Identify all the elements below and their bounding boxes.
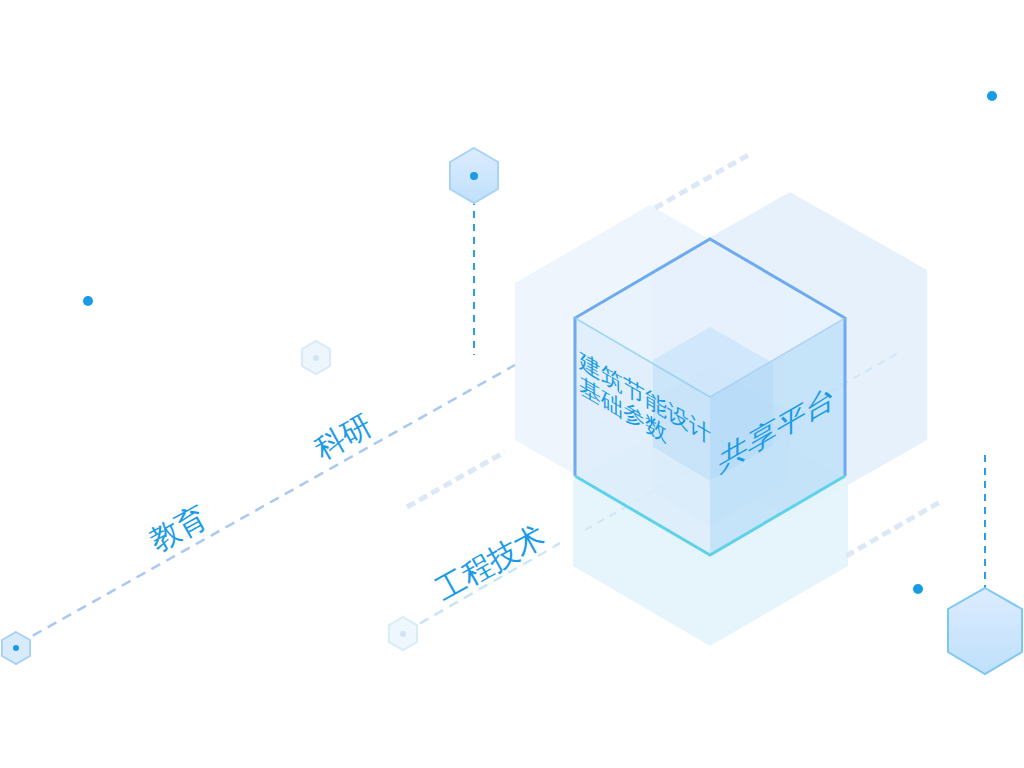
dot (83, 296, 93, 306)
marker-dot (13, 645, 19, 651)
marker-dot (470, 172, 478, 180)
dashed-line (846, 502, 940, 556)
axis-label: 科研 (305, 405, 380, 467)
hexagon-marker (948, 588, 1022, 674)
dot (987, 91, 997, 101)
marker-dot (400, 631, 406, 637)
dashed-line (407, 452, 505, 507)
hexagon-marker (389, 617, 417, 650)
hexagon-marker (2, 632, 30, 664)
dashed-line (473, 185, 475, 355)
hexagon-marker (450, 148, 498, 203)
marker-dot (313, 355, 319, 361)
dashed-line (655, 154, 750, 208)
axis-label: 工程技术 (426, 517, 554, 608)
axis-label: 教育 (140, 497, 215, 559)
cube-node: 建筑节能设计 基础参数共享平台 (573, 235, 847, 559)
cube-face (575, 476, 845, 555)
hexagon-marker (302, 341, 330, 374)
dot (913, 584, 923, 594)
